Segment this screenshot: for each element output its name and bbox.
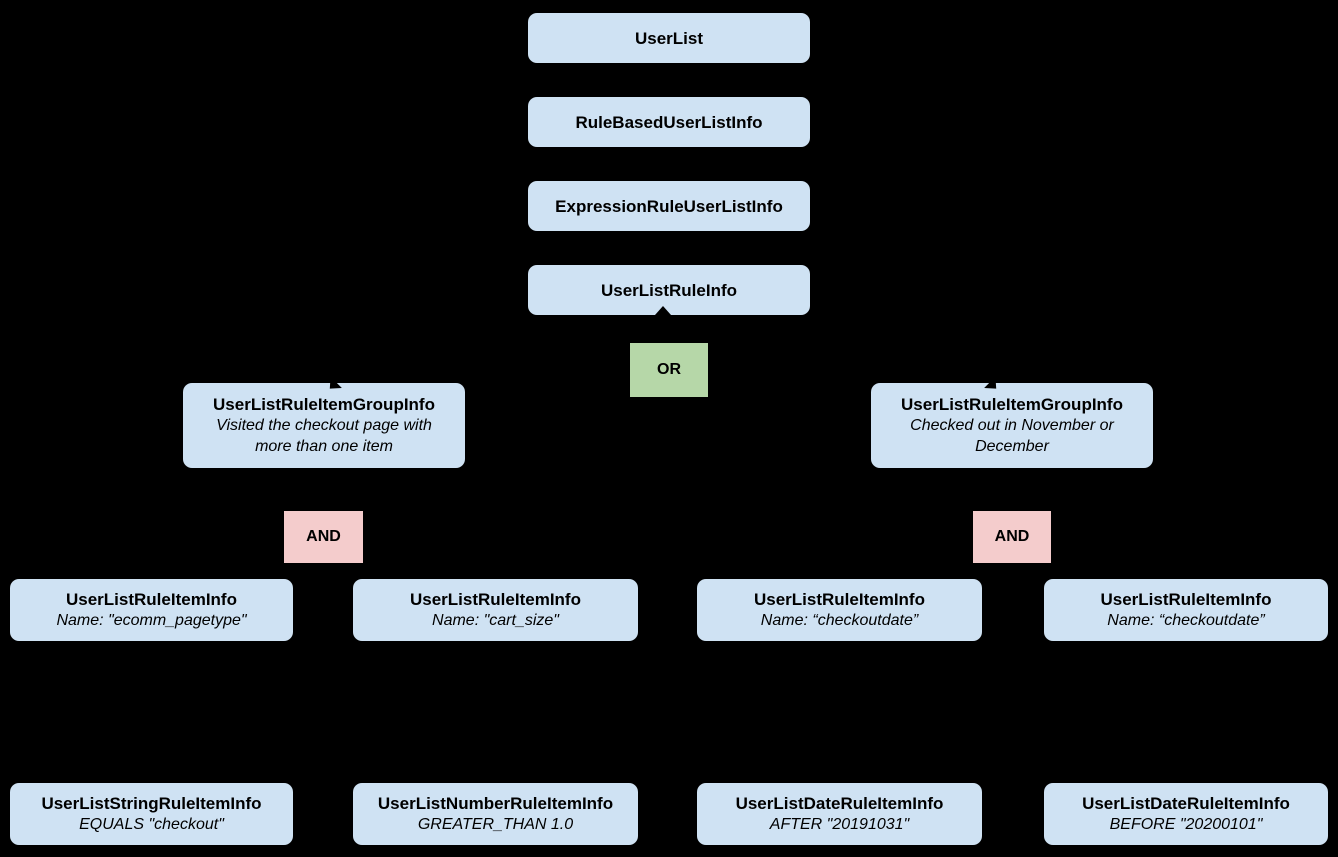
node-date-rule-item-info-after-operation: AFTER "20191031" [769,816,910,833]
node-date-rule-item-info-before: UserListDateRuleItemInfo BEFORE "2020010… [1044,783,1328,845]
node-date-rule-item-info-after-title: UserListDateRuleItemInfo [735,794,944,813]
and-operator-right-label: AND [994,528,1030,545]
and-operator-right-box: AND [973,511,1051,563]
node-rule-item-checkoutdate-1-name: Name: “checkoutdate” [760,612,919,629]
node-expression-rule-user-list-info-label: ExpressionRuleUserListInfo [555,196,783,216]
node-rule-item-checkoutdate-1: UserListRuleItemInfo Name: “checkoutdate… [697,579,982,641]
node-rule-item-group-left-title: UserListRuleItemGroupInfo [213,395,435,414]
node-rule-item-checkoutdate-2-title: UserListRuleItemInfo [1100,590,1272,609]
node-rule-item-cart-size-title: UserListRuleItemInfo [410,590,581,609]
node-string-rule-item-info-operation: EQUALS "checkout" [79,816,224,833]
and-operator-left-box: AND [284,511,363,563]
node-rule-based-user-list-info-label: RuleBasedUserListInfo [575,112,763,132]
node-date-rule-item-info-before-operation: BEFORE "20200101" [1109,816,1263,833]
node-rule-item-checkoutdate-2-name: Name: “checkoutdate” [1107,612,1265,629]
and-operator-left-label: AND [306,528,341,545]
node-date-rule-item-info-before-title: UserListDateRuleItemInfo [1082,794,1290,813]
arrowhead-icon [655,306,671,315]
node-rule-item-group-right-title: UserListRuleItemGroupInfo [901,395,1123,414]
node-rule-item-checkoutdate-1-title: UserListRuleItemInfo [754,590,925,609]
node-userlist-label: UserList [634,28,704,48]
or-operator-box: OR [630,343,708,397]
node-string-rule-item-info: UserListStringRuleItemInfo EQUALS "check… [10,783,293,845]
node-number-rule-item-info: UserListNumberRuleItemInfo GREATER_THAN … [353,783,638,845]
node-number-rule-item-info-operation: GREATER_THAN 1.0 [417,816,574,833]
node-rule-item-ecomm-pagetype-title: UserListRuleItemInfo [66,590,237,609]
node-rule-item-ecomm-pagetype: UserListRuleItemInfo Name: "ecomm_pagety… [10,579,293,641]
node-rule-item-group-right: UserListRuleItemGroupInfo Checked out in… [871,383,1153,468]
node-number-rule-item-info-title: UserListNumberRuleItemInfo [377,794,614,813]
node-user-list-rule-info-label: UserListRuleInfo [600,280,738,300]
node-rule-item-group-left-description: Visited the checkout page with more than… [216,417,432,455]
node-string-rule-item-info-title: UserListStringRuleItemInfo [41,794,262,813]
node-userlist: UserList [528,13,810,63]
node-rule-item-group-left: UserListRuleItemGroupInfo Visited the ch… [183,383,465,468]
node-rule-item-cart-size: UserListRuleItemInfo Name: "cart_size" [353,579,638,641]
node-rule-item-ecomm-pagetype-name: Name: "ecomm_pagetype" [56,612,247,629]
node-rule-based-user-list-info: RuleBasedUserListInfo [528,97,810,147]
node-rule-item-group-right-description: Checked out in November or December [910,417,1114,455]
or-operator-label: OR [657,361,681,378]
node-rule-item-checkoutdate-2: UserListRuleItemInfo Name: “checkoutdate… [1044,579,1328,641]
node-expression-rule-user-list-info: ExpressionRuleUserListInfo [528,181,810,231]
node-date-rule-item-info-after: UserListDateRuleItemInfo AFTER "20191031… [697,783,982,845]
node-rule-item-cart-size-name: Name: "cart_size" [432,612,559,629]
